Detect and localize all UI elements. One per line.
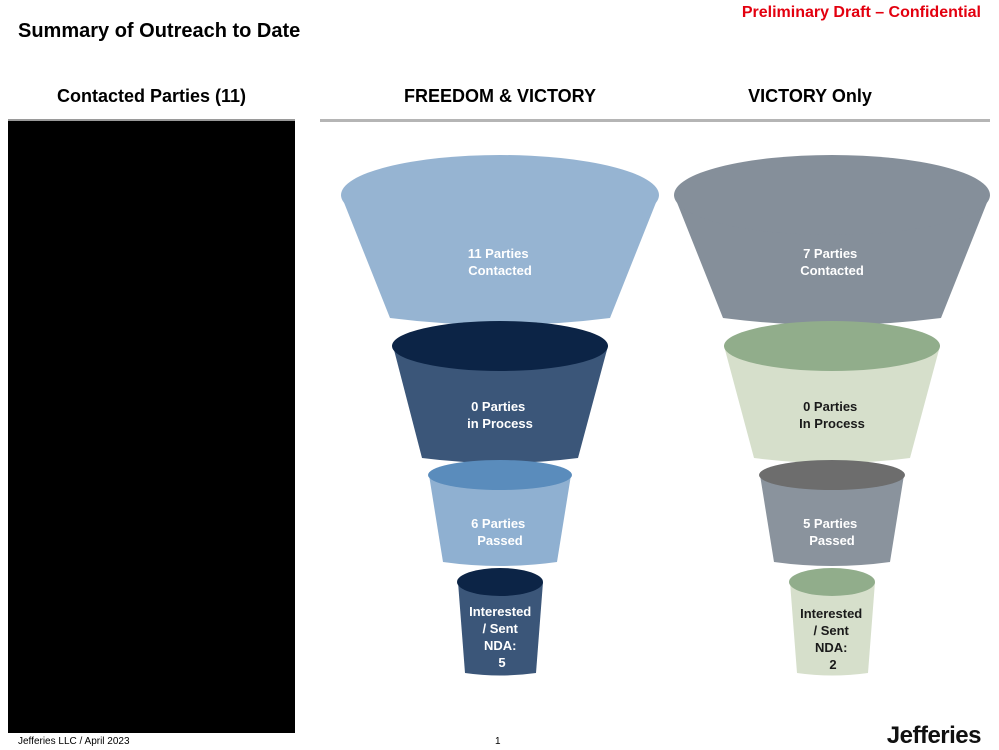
page-number: 1	[495, 736, 501, 747]
stage-label: 7 Parties Contacted	[800, 246, 864, 278]
victory-only-header: VICTORY Only	[748, 86, 872, 106]
stage-label: Interested / Sent NDA: 2	[800, 606, 866, 672]
stage-label: 0 Parties In Process	[799, 399, 865, 431]
stage-top	[341, 155, 659, 235]
funnel-freedom-victory: 11 Parties Contacted 0 Parties in Proces…	[341, 155, 659, 676]
stage-label: Interested / Sent NDA: 5	[469, 604, 535, 670]
stage-top	[759, 460, 905, 490]
stage-body	[429, 475, 571, 566]
left-divider	[8, 119, 295, 121]
stage-interested-nda: Interested / Sent NDA: 5	[457, 568, 543, 676]
stage-passed: 5 Parties Passed	[759, 460, 905, 566]
stage-label: 11 Parties Contacted	[468, 246, 532, 278]
freedom-victory-header: FREEDOM & VICTORY	[403, 86, 596, 106]
redacted-party-list	[8, 121, 295, 733]
stage-body	[724, 346, 940, 463]
funnel-victory-only: 7 Parties Contacted 0 Parties In Process…	[674, 155, 990, 676]
stage-label: 5 Parties Passed	[803, 516, 861, 548]
stage-passed: 6 Parties Passed	[428, 460, 572, 566]
stage-top	[392, 321, 608, 371]
stage-contacted: 11 Parties Contacted	[341, 155, 659, 325]
stage-body	[458, 582, 543, 676]
stage-top	[428, 460, 572, 490]
stage-label: 6 Parties Passed	[471, 516, 529, 548]
right-divider	[320, 119, 990, 122]
stage-in-process: 0 Parties In Process	[724, 321, 940, 463]
stage-body	[393, 346, 608, 463]
stage-top	[724, 321, 940, 371]
contacted-parties-header: Contacted Parties (11)	[56, 86, 247, 106]
funnel-diagrams: 11 Parties Contacted 0 Parties in Proces…	[341, 155, 990, 676]
page-title: Summary of Outreach to Date	[18, 20, 301, 42]
stage-contacted: 7 Parties Contacted	[674, 155, 990, 325]
footer-company-date: Jefferies LLC / April 2023	[18, 736, 130, 747]
stage-top	[457, 568, 543, 596]
stage-body	[790, 582, 875, 676]
draft-confidential-label: Preliminary Draft – Confidential	[741, 4, 981, 21]
stage-body	[760, 475, 904, 566]
stage-in-process: 0 Parties in Process	[392, 321, 608, 463]
stage-label: 0 Parties in Process	[467, 399, 533, 431]
stage-top	[789, 568, 875, 596]
stage-top	[674, 155, 990, 235]
jefferies-logo: Jefferies	[886, 722, 982, 749]
stage-interested-nda: Interested / Sent NDA: 2	[789, 568, 875, 676]
